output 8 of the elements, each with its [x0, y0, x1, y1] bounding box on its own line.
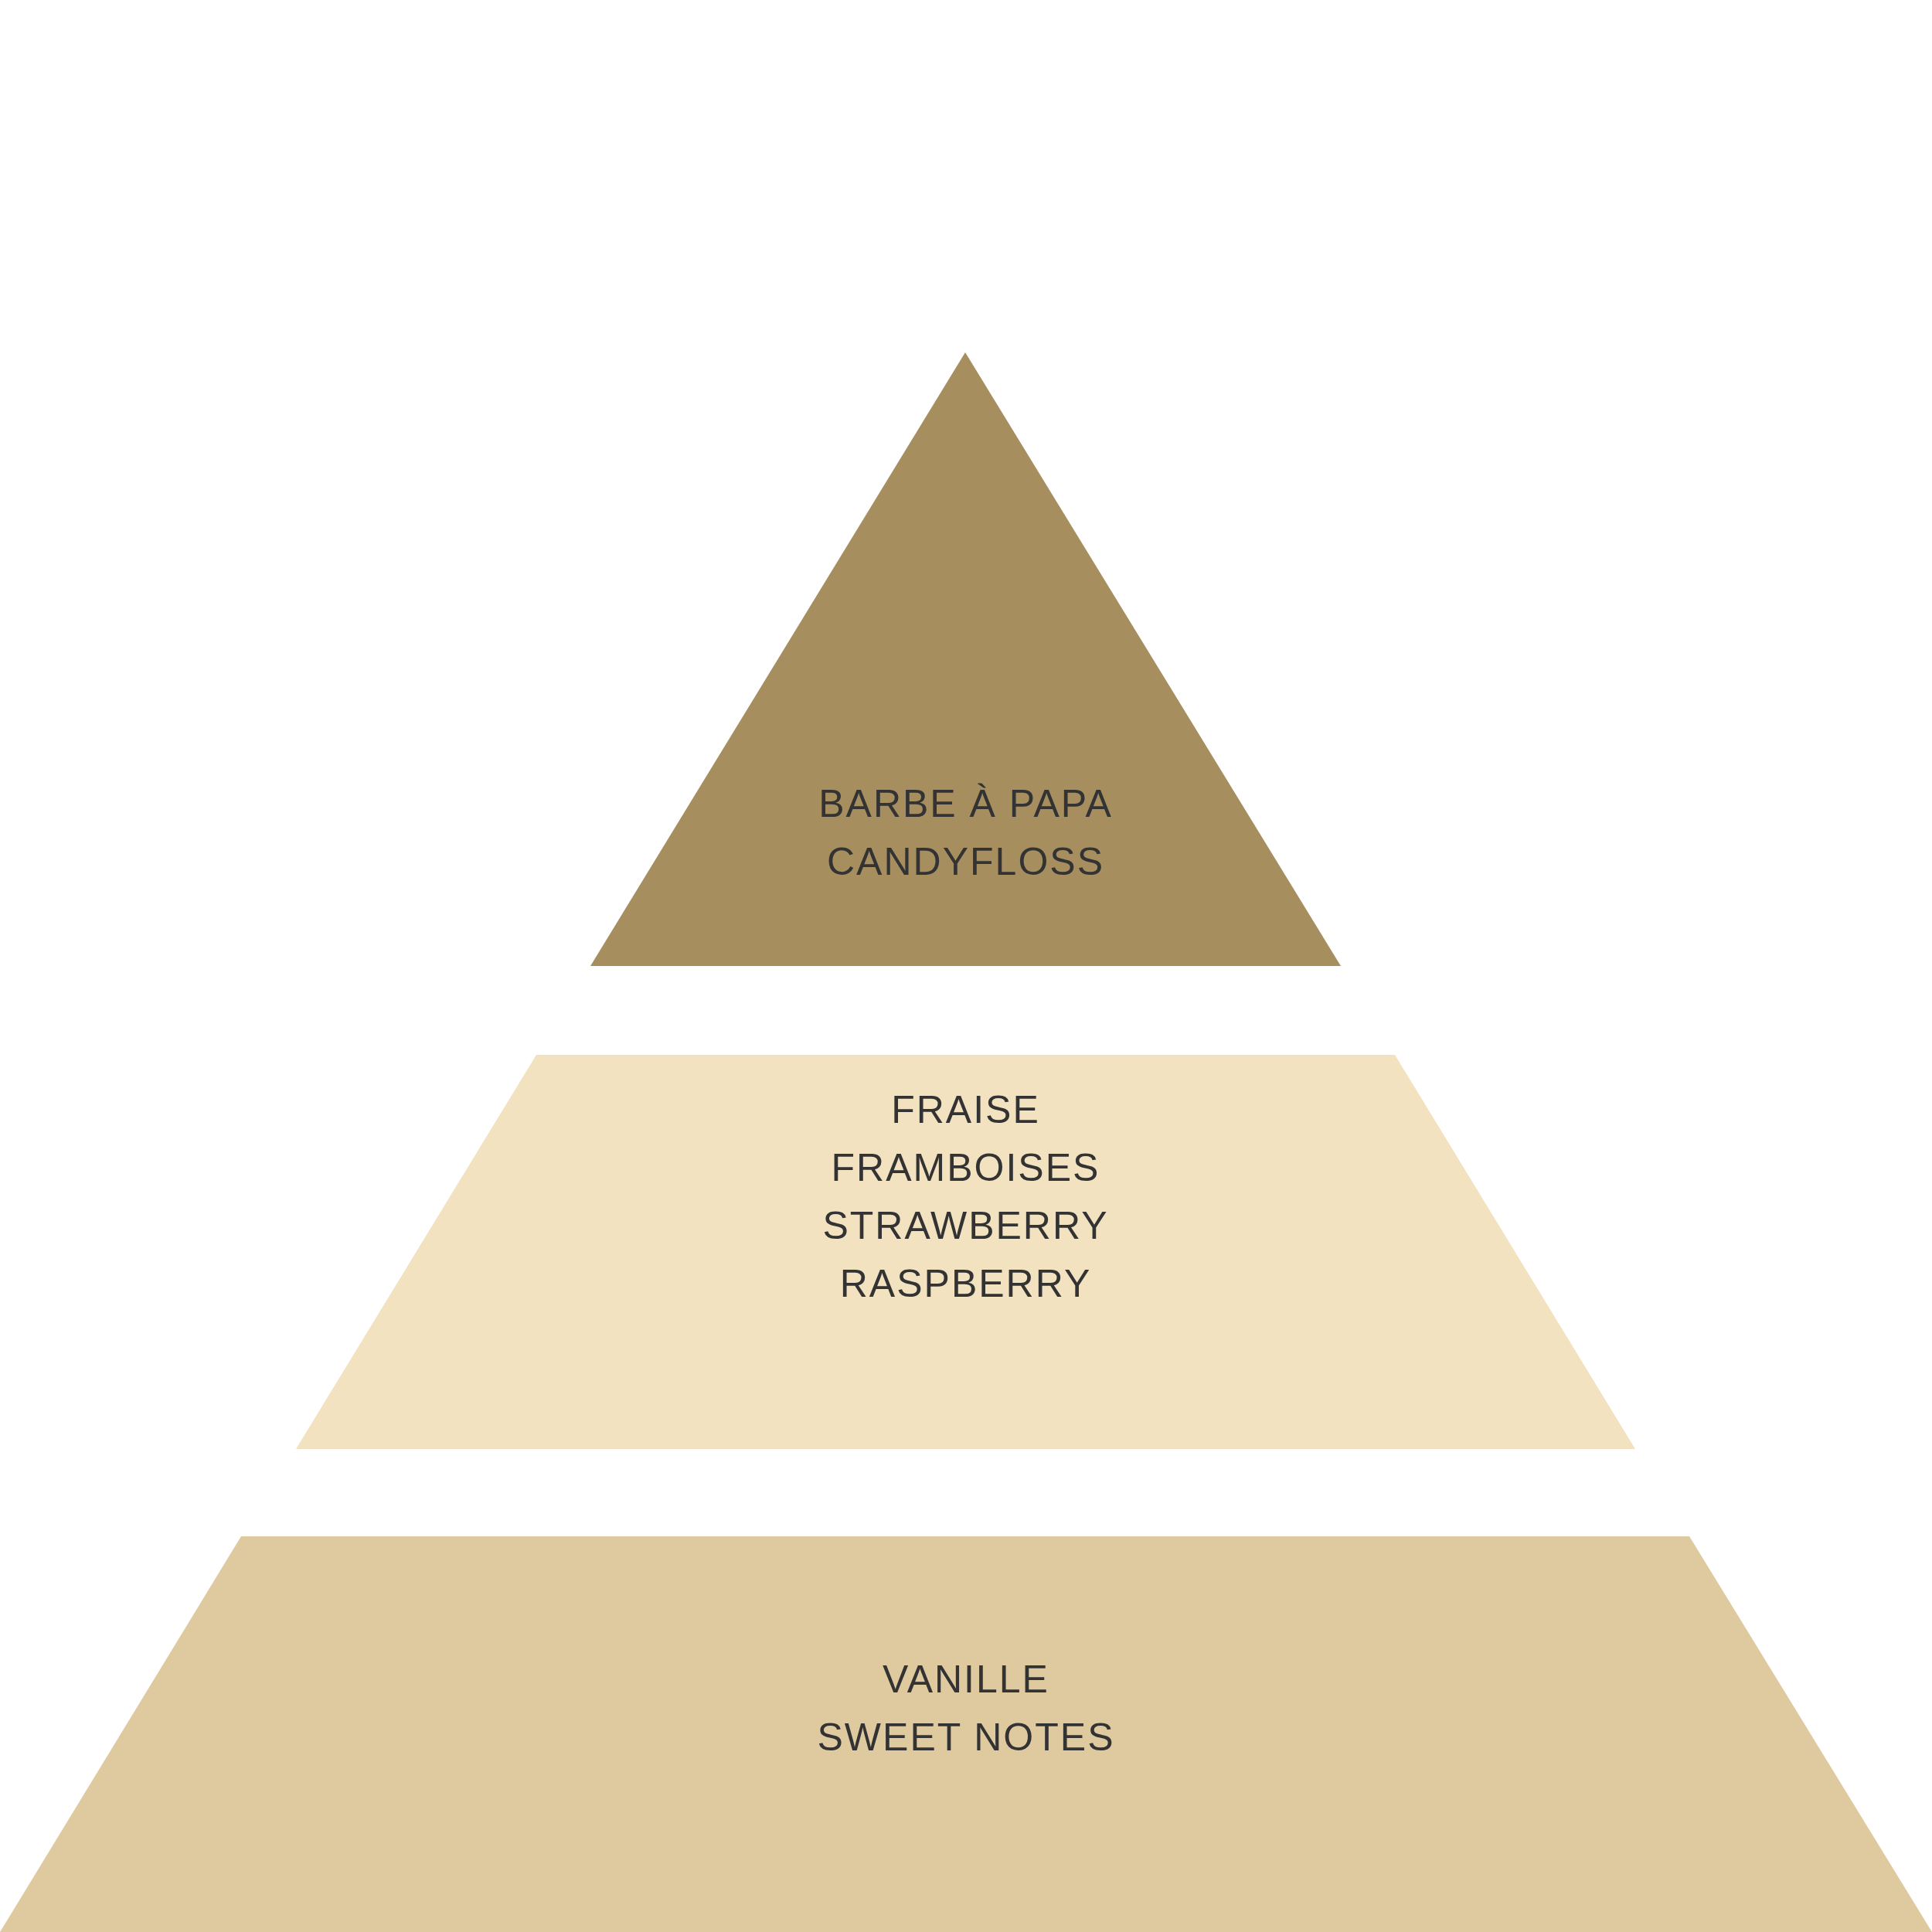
- note-text: CANDYFLOSS: [827, 839, 1104, 885]
- note-text: STRAWBERRY: [822, 1203, 1109, 1249]
- note-text: FRAISE: [891, 1087, 1040, 1133]
- note-text: VANILLE: [883, 1657, 1049, 1702]
- note-text: FRAMBOISES: [831, 1145, 1100, 1191]
- note-text: RASPBERRY: [839, 1261, 1092, 1307]
- note-text: SWEET NOTES: [817, 1715, 1115, 1760]
- note-text: BARBE À PAPA: [818, 781, 1113, 827]
